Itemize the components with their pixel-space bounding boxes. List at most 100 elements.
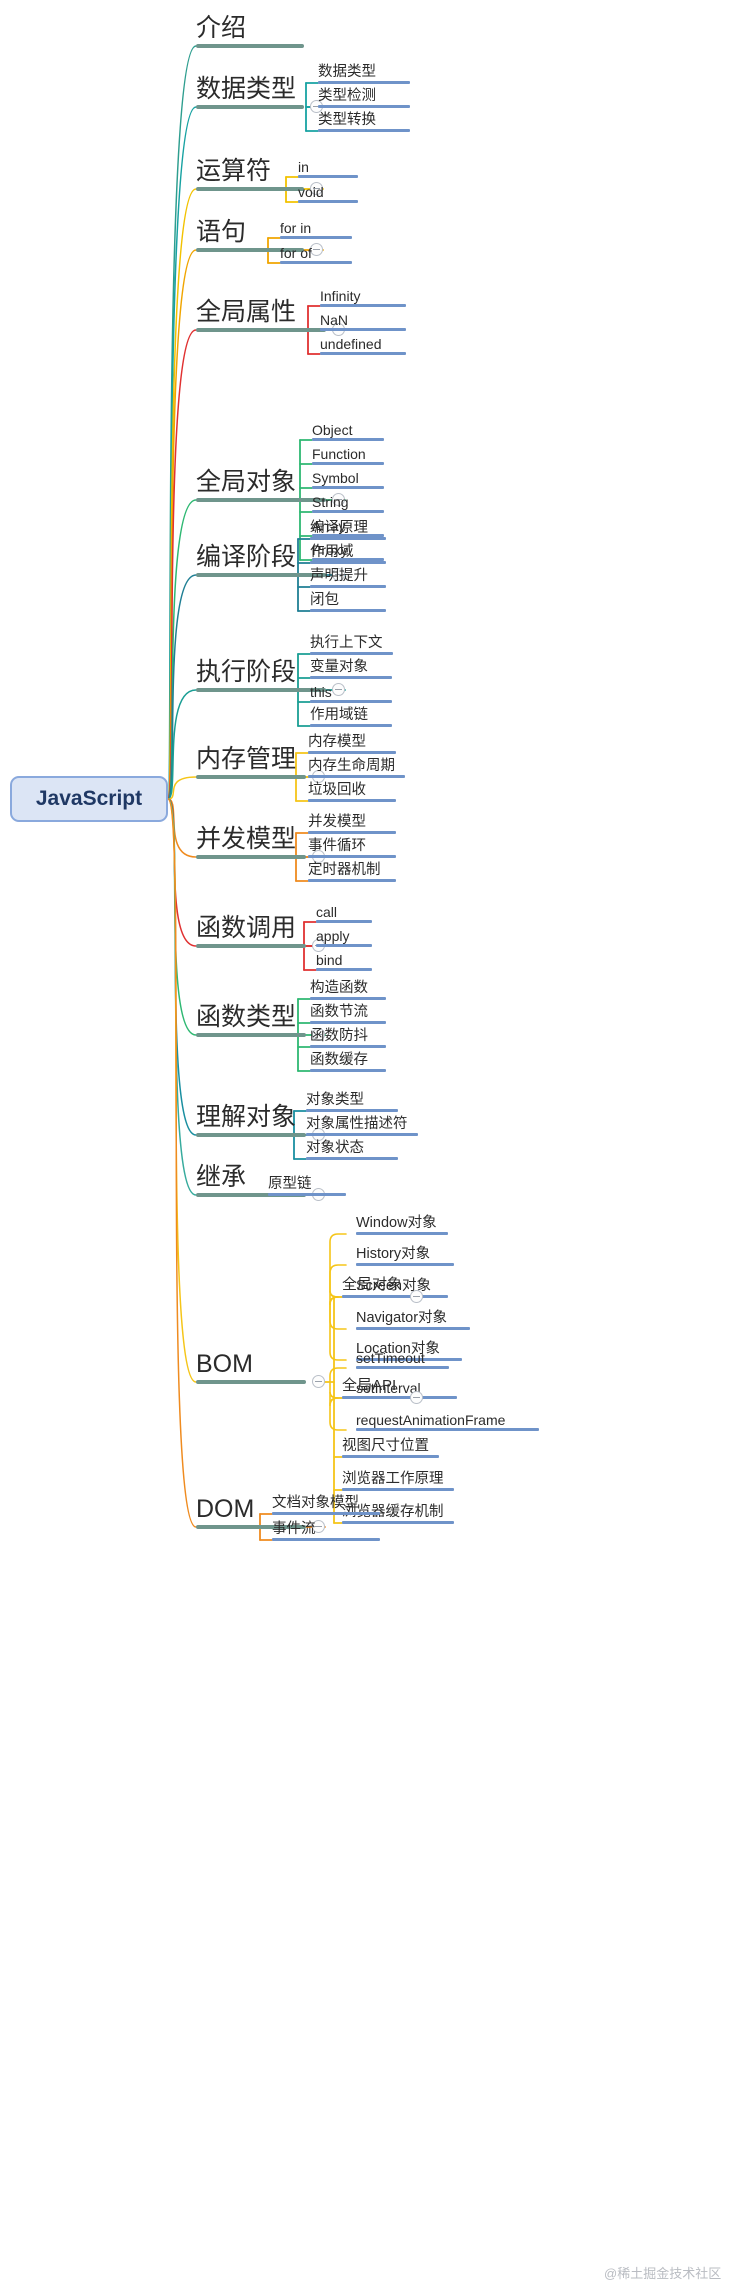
leaf-Navigator对象[interactable]: Navigator对象: [356, 1310, 448, 1326]
leaf-函数缓存[interactable]: 函数缓存: [310, 1052, 368, 1068]
topic-内存管理[interactable]: 内存管理: [196, 745, 297, 773]
leaf-垃圾回收[interactable]: 垃圾回收: [308, 782, 366, 798]
topic-全局属性[interactable]: 全局属性: [196, 298, 297, 326]
leaf-bar: [356, 1366, 449, 1369]
leaf-类型检测[interactable]: 类型检测: [318, 88, 376, 104]
topic-bar: [196, 855, 306, 859]
topic-全局对象[interactable]: 全局对象: [196, 468, 297, 496]
leaf-bar: [310, 609, 386, 612]
leaf-Screen对象[interactable]: Screen对象: [356, 1278, 431, 1294]
collapse-toggle[interactable]: [332, 568, 345, 581]
leaf-Window对象[interactable]: Window对象: [356, 1215, 437, 1231]
topic-BOM[interactable]: BOM: [196, 1350, 253, 1378]
leaf-闭包[interactable]: 闭包: [310, 592, 339, 608]
leaf-String[interactable]: String: [312, 494, 349, 510]
leaf-bar: [308, 751, 396, 754]
collapse-toggle[interactable]: [310, 182, 323, 195]
leaf-类型转换[interactable]: 类型转换: [318, 112, 376, 128]
leaf-浏览器缓存机制[interactable]: 浏览器缓存机制: [342, 1504, 444, 1520]
leaf-bar: [310, 700, 392, 703]
collapse-toggle[interactable]: [310, 243, 323, 256]
leaf-Function[interactable]: Function: [312, 446, 366, 462]
leaf-bar: [280, 261, 352, 264]
topic-语句[interactable]: 语句: [196, 218, 247, 246]
leaf-bar: [310, 537, 386, 540]
leaf-undefined[interactable]: undefined: [320, 336, 382, 352]
leaf-作用域[interactable]: 作用域: [310, 544, 354, 560]
collapse-toggle[interactable]: [410, 1290, 423, 1303]
topic-DOM[interactable]: DOM: [196, 1495, 255, 1523]
group-全局API[interactable]: 全局API: [342, 1377, 397, 1394]
leaf-Proxy[interactable]: Proxy: [312, 542, 348, 558]
leaf-Array[interactable]: Array: [312, 518, 346, 534]
topic-bar: [196, 498, 326, 502]
leaf-作用域链[interactable]: 作用域链: [310, 707, 368, 723]
leaf-函数节流[interactable]: 函数节流: [310, 1004, 368, 1020]
collapse-toggle[interactable]: [312, 1028, 325, 1041]
leaf-函数防抖[interactable]: 函数防抖: [310, 1028, 368, 1044]
leaf-setTimeout[interactable]: setTimeout: [356, 1350, 425, 1366]
root-label: JavaScript: [35, 787, 143, 810]
leaf-变量对象[interactable]: 变量对象: [310, 659, 368, 675]
topic-介绍[interactable]: 介绍: [196, 14, 247, 42]
leaf-内存模型[interactable]: 内存模型: [308, 734, 366, 750]
topic-bar: [196, 44, 304, 48]
leaf-bar: [342, 1488, 454, 1491]
collapse-toggle[interactable]: [410, 1391, 423, 1404]
leaf-bind[interactable]: bind: [316, 952, 343, 968]
leaf-setInterval[interactable]: setInterval: [356, 1380, 421, 1396]
leaf-apply[interactable]: apply: [316, 928, 350, 944]
collapse-toggle[interactable]: [332, 493, 345, 506]
leaf-事件流[interactable]: 事件流: [272, 1521, 316, 1537]
leaf-Object[interactable]: Object: [312, 422, 353, 438]
leaf-编译原理[interactable]: 编译原理: [310, 520, 368, 536]
topic-函数类型[interactable]: 函数类型: [196, 1003, 297, 1031]
leaf-requestAnimationFrame[interactable]: requestAnimationFrame: [356, 1412, 506, 1428]
leaf-执行上下文[interactable]: 执行上下文: [310, 635, 383, 651]
leaf-void[interactable]: void: [298, 184, 324, 200]
group-全局对象[interactable]: 全局对象: [342, 1276, 403, 1293]
leaf-in[interactable]: in: [298, 159, 309, 175]
topic-继承[interactable]: 继承: [196, 1163, 247, 1191]
leaf-bar: [320, 328, 406, 331]
leaf-History对象[interactable]: History对象: [356, 1246, 431, 1262]
leaf-并发模型[interactable]: 并发模型: [308, 814, 366, 830]
leaf-Infinity[interactable]: Infinity: [320, 288, 361, 304]
topic-并发模型[interactable]: 并发模型: [196, 825, 297, 853]
leaf-事件循环[interactable]: 事件循环: [308, 838, 366, 854]
leaf-文档对象模型[interactable]: 文档对象模型: [272, 1495, 359, 1511]
leaf-for in[interactable]: for in: [280, 220, 312, 236]
leaf-call[interactable]: call: [316, 904, 338, 920]
leaf-视图尺寸位置[interactable]: 视图尺寸位置: [342, 1438, 429, 1454]
collapse-toggle[interactable]: [312, 1520, 325, 1533]
topic-理解对象[interactable]: 理解对象: [196, 1103, 297, 1131]
topic-函数调用[interactable]: 函数调用: [196, 914, 297, 942]
leaf-对象类型[interactable]: 对象类型: [306, 1092, 364, 1108]
topic-数据类型[interactable]: 数据类型: [196, 75, 297, 103]
root-node[interactable]: JavaScript: [10, 776, 168, 822]
leaf-NaN[interactable]: NaN: [320, 312, 349, 328]
leaf-bar: [298, 200, 358, 203]
leaf-bar: [310, 1021, 386, 1024]
leaf-浏览器工作原理[interactable]: 浏览器工作原理: [342, 1471, 444, 1487]
leaf-Symbol[interactable]: Symbol: [312, 470, 359, 486]
topic-执行阶段[interactable]: 执行阶段: [196, 658, 297, 686]
leaf-原型链[interactable]: 原型链: [268, 1176, 312, 1192]
leaf-bar: [310, 1069, 386, 1072]
topic-bar: [196, 1380, 306, 1384]
leaf-声明提升[interactable]: 声明提升: [310, 568, 368, 584]
leaf-bar: [320, 304, 406, 307]
leaf-对象属性描述符[interactable]: 对象属性描述符: [306, 1116, 408, 1132]
leaf-this[interactable]: this: [310, 684, 332, 700]
leaf-Location对象[interactable]: Location对象: [356, 1341, 440, 1357]
leaf-对象状态[interactable]: 对象状态: [306, 1140, 364, 1156]
leaf-for of[interactable]: for of: [280, 245, 312, 261]
leaf-构造函数[interactable]: 构造函数: [310, 980, 368, 996]
leaf-内存生命周期[interactable]: 内存生命周期: [308, 758, 395, 774]
leaf-定时器机制[interactable]: 定时器机制: [308, 862, 381, 878]
collapse-toggle[interactable]: [332, 683, 345, 696]
topic-运算符[interactable]: 运算符: [196, 157, 272, 185]
leaf-数据类型[interactable]: 数据类型: [318, 64, 376, 80]
topic-编译阶段[interactable]: 编译阶段: [196, 543, 297, 571]
collapse-toggle[interactable]: [312, 1375, 325, 1388]
